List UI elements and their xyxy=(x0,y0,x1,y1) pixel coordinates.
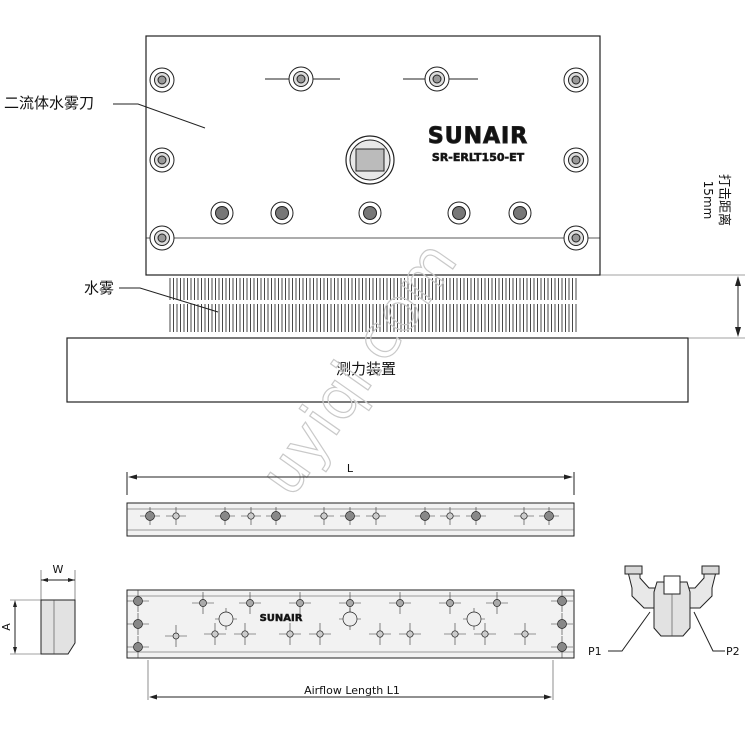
port-p2-leader xyxy=(693,611,725,652)
hole-icon xyxy=(271,511,281,521)
arrow-right-icon xyxy=(544,694,552,700)
bolt-icon xyxy=(563,225,589,251)
arrow-left-icon xyxy=(128,474,137,480)
arrow-down-icon xyxy=(735,327,741,337)
hole-icon xyxy=(199,599,207,607)
hole-icon xyxy=(346,599,354,607)
hole-icon xyxy=(246,599,254,607)
height-label: A xyxy=(0,623,13,631)
rail-front-view: SUNAIR Airflow Length L1 xyxy=(126,589,575,700)
hole-icon xyxy=(372,512,380,520)
callout-mist: 水雾 xyxy=(84,279,114,297)
bolt-icon xyxy=(424,66,450,92)
arrow-up-icon xyxy=(13,600,17,607)
callout-mist-leader xyxy=(119,287,219,313)
hex-bolt-icon xyxy=(358,201,382,225)
bolt-icon xyxy=(563,67,589,93)
port-p2-label: P2 xyxy=(726,645,740,658)
port-p1-label: P1 xyxy=(588,645,602,658)
rail-top-view: L xyxy=(126,462,575,537)
hole-icon xyxy=(145,511,155,521)
knife-front-view: SUNAIR SR-ERLT150-ET 测力装置 二流体水雾刀 水雾 15mm… xyxy=(4,35,745,403)
bolt-icon xyxy=(563,147,589,173)
hole-icon xyxy=(220,511,230,521)
hole-icon xyxy=(286,630,294,638)
hole-icon xyxy=(520,512,528,520)
rail-holes xyxy=(140,507,559,525)
profile-shape xyxy=(40,599,76,655)
hole-icon xyxy=(557,642,567,652)
arrow-right-icon xyxy=(564,474,573,480)
knife-model: SR-ERLT150-ET xyxy=(432,151,525,164)
bolt-group-large xyxy=(149,66,589,251)
distance-label: 打击距离 xyxy=(716,174,732,226)
hole-icon xyxy=(420,511,430,521)
hex-bolt-icon xyxy=(210,201,234,225)
water-mist xyxy=(169,278,577,332)
hole-icon xyxy=(376,630,384,638)
hole-icon xyxy=(446,599,454,607)
inlet-port-icon xyxy=(345,135,395,185)
hole-icon xyxy=(218,611,234,627)
rail-brand: SUNAIR xyxy=(260,613,303,624)
width-label: W xyxy=(53,563,64,576)
hole-icon xyxy=(471,511,481,521)
hole-icon xyxy=(342,611,358,627)
hole-icon xyxy=(544,511,554,521)
hole-icon xyxy=(466,611,482,627)
callout-knife: 二流体水雾刀 xyxy=(4,94,94,112)
hole-icon xyxy=(481,630,489,638)
hole-icon xyxy=(296,599,304,607)
arrow-up-icon xyxy=(735,276,741,286)
hole-icon xyxy=(211,630,219,638)
callout-knife-leader xyxy=(113,103,206,129)
hole-icon xyxy=(557,596,567,606)
force-measuring-device xyxy=(66,337,689,403)
hole-icon xyxy=(446,512,454,520)
arrow-right-icon xyxy=(68,578,75,582)
knife-brand: SUNAIR xyxy=(428,124,528,149)
hole-icon xyxy=(345,511,355,521)
hole-icon xyxy=(133,642,143,652)
hole-icon xyxy=(241,630,249,638)
port-p1-leader xyxy=(608,611,651,652)
bolt-icon xyxy=(288,66,314,92)
length-label: L xyxy=(347,462,354,475)
side-profile-view: W A xyxy=(0,563,76,655)
bolt-icon xyxy=(149,225,175,251)
hex-bolt-icon xyxy=(447,201,471,225)
hole-icon xyxy=(172,632,180,640)
hole-icon xyxy=(451,630,459,638)
hex-bolt-icon xyxy=(270,201,294,225)
bolt-icon xyxy=(149,67,175,93)
hole-icon xyxy=(172,512,180,520)
hole-icon xyxy=(406,630,414,638)
hole-icon xyxy=(320,512,328,520)
airflow-length-label: Airflow Length L1 xyxy=(304,684,400,697)
hole-icon xyxy=(133,596,143,606)
arrow-down-icon xyxy=(13,647,17,654)
bolt-icon xyxy=(149,147,175,173)
hole-icon xyxy=(133,619,143,629)
hole-icon xyxy=(493,599,501,607)
device-label: 测力装置 xyxy=(336,360,396,378)
hole-icon xyxy=(316,630,324,638)
arrow-left-icon xyxy=(41,578,48,582)
hole-icon xyxy=(521,630,529,638)
hex-bolt-icon xyxy=(508,201,532,225)
arrow-left-icon xyxy=(149,694,157,700)
hole-icon xyxy=(557,619,567,629)
hole-icon xyxy=(247,512,255,520)
hole-icon xyxy=(396,599,404,607)
bolt-group-hex xyxy=(210,201,532,225)
fitting-end-view: P1 P2 xyxy=(588,565,740,658)
rail-front-holes xyxy=(127,590,573,658)
distance-value: 15mm xyxy=(701,181,715,220)
